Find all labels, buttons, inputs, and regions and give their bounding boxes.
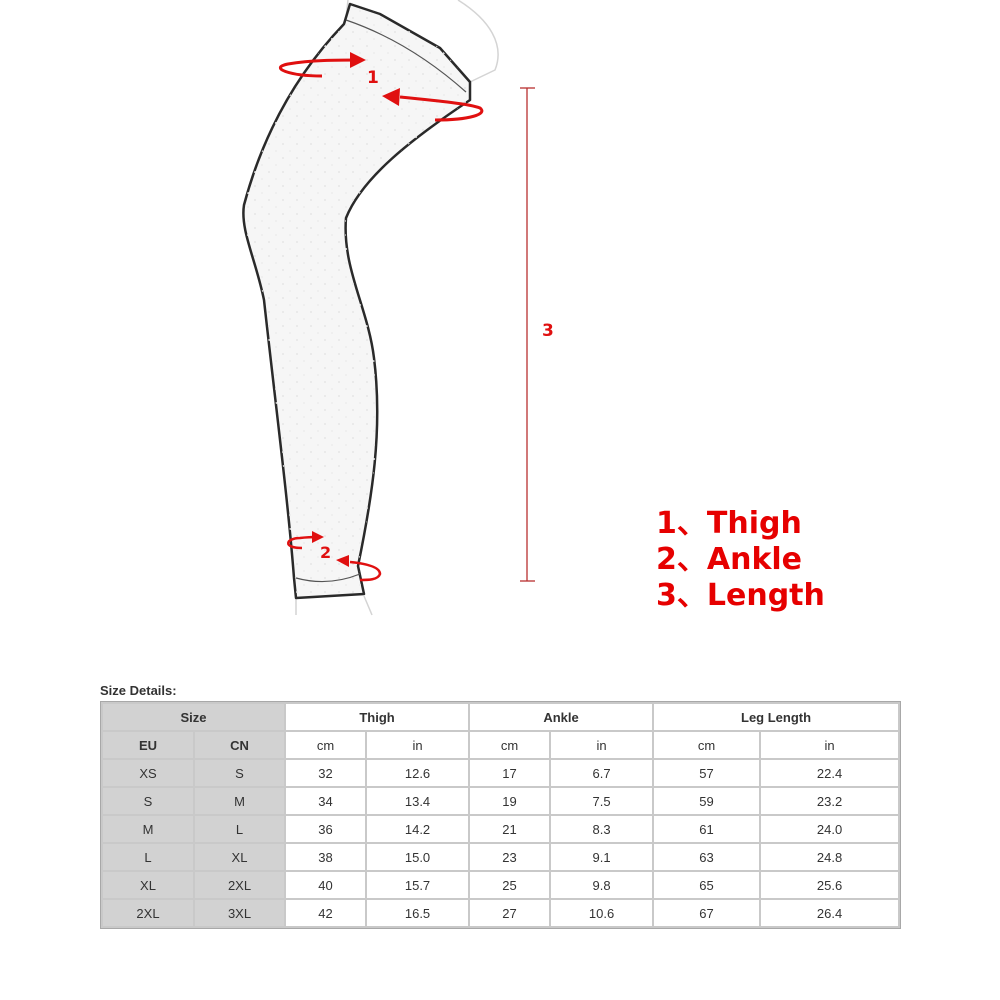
cell-ankle-in: 10.6 bbox=[551, 900, 653, 926]
cell-ankle-in: 6.7 bbox=[551, 760, 653, 786]
cell-cn: 2XL bbox=[195, 872, 285, 898]
thigh-arrowhead-lower bbox=[382, 88, 400, 106]
cell-ankle-in: 9.1 bbox=[551, 844, 653, 870]
cell-length-in: 24.0 bbox=[761, 816, 899, 842]
cell-thigh-in: 12.6 bbox=[367, 760, 469, 786]
cell-thigh-in: 15.0 bbox=[367, 844, 469, 870]
cell-length-cm: 61 bbox=[654, 816, 760, 842]
size-details-title: Size Details: bbox=[100, 683, 177, 698]
cell-thigh-in: 15.7 bbox=[367, 872, 469, 898]
bottom-band-line bbox=[295, 573, 361, 583]
header-leg-length: Leg Length bbox=[654, 704, 899, 730]
cell-thigh-cm: 38 bbox=[286, 844, 366, 870]
cell-cn: 3XL bbox=[195, 900, 285, 926]
cell-ankle-cm: 23 bbox=[470, 844, 550, 870]
cell-ankle-cm: 17 bbox=[470, 760, 550, 786]
top-band-line bbox=[345, 19, 467, 93]
cell-eu: M bbox=[103, 816, 193, 842]
cell-length-in: 24.8 bbox=[761, 844, 899, 870]
cell-ankle-cm: 27 bbox=[470, 900, 550, 926]
ankle-arrow-lower bbox=[349, 560, 382, 582]
header-ankle-cm: cm bbox=[470, 732, 550, 758]
header-eu: EU bbox=[103, 732, 193, 758]
cell-ankle-in: 7.5 bbox=[551, 788, 653, 814]
header-ankle: Ankle bbox=[470, 704, 653, 730]
cell-thigh-cm: 36 bbox=[286, 816, 366, 842]
ankle-arrowhead-upper bbox=[312, 531, 324, 543]
cell-length-cm: 65 bbox=[654, 872, 760, 898]
marker-ankle: 2 bbox=[320, 543, 331, 562]
cell-thigh-cm: 34 bbox=[286, 788, 366, 814]
cell-cn: L bbox=[195, 816, 285, 842]
cell-eu: XL bbox=[103, 872, 193, 898]
marker-thigh: 1 bbox=[367, 68, 379, 88]
header-length-in: in bbox=[761, 732, 899, 758]
cell-ankle-in: 9.8 bbox=[551, 872, 653, 898]
size-table: Size Thigh Ankle Leg Length EU CN cm in … bbox=[100, 701, 902, 929]
cell-length-in: 22.4 bbox=[761, 760, 899, 786]
thigh-arrow-lower bbox=[399, 95, 484, 122]
cell-length-in: 23.2 bbox=[761, 788, 899, 814]
leg-sleeve-illustration: 1 2 3 bbox=[242, 0, 554, 616]
cell-eu: S bbox=[103, 788, 193, 814]
cell-ankle-cm: 19 bbox=[470, 788, 550, 814]
cell-length-in: 26.4 bbox=[761, 900, 899, 926]
cell-eu: 2XL bbox=[103, 900, 193, 926]
cell-ankle-in: 8.3 bbox=[551, 816, 653, 842]
cell-thigh-in: 13.4 bbox=[367, 788, 469, 814]
header-ankle-in: in bbox=[551, 732, 653, 758]
cell-thigh-cm: 32 bbox=[286, 760, 366, 786]
leg-sleeve-texture bbox=[243, 4, 470, 598]
cell-ankle-cm: 21 bbox=[470, 816, 550, 842]
foot-outline bbox=[295, 595, 373, 616]
header-length-cm: cm bbox=[654, 732, 760, 758]
header-thigh: Thigh bbox=[286, 704, 469, 730]
group-header-row: Size Thigh Ankle Leg Length bbox=[103, 704, 899, 730]
cell-length-cm: 57 bbox=[654, 760, 760, 786]
header-size: Size bbox=[103, 704, 285, 730]
legend-thigh: 1、Thigh bbox=[656, 506, 802, 541]
thigh-arrow-upper bbox=[279, 58, 361, 78]
cell-length-cm: 59 bbox=[654, 788, 760, 814]
cell-eu: XS bbox=[103, 760, 193, 786]
cell-thigh-in: 14.2 bbox=[367, 816, 469, 842]
cell-eu: L bbox=[103, 844, 193, 870]
cell-length-cm: 63 bbox=[654, 844, 760, 870]
thigh-outline bbox=[457, 0, 499, 83]
marker-length: 3 bbox=[542, 321, 554, 341]
cell-thigh-cm: 42 bbox=[286, 900, 366, 926]
cell-cn: XL bbox=[195, 844, 285, 870]
legend-length: 3、Length bbox=[656, 578, 825, 613]
cell-ankle-cm: 25 bbox=[470, 872, 550, 898]
cell-cn: M bbox=[195, 788, 285, 814]
measurement-legend: 1、Thigh 2、Ankle 3、Length bbox=[656, 506, 876, 614]
cell-length-cm: 67 bbox=[654, 900, 760, 926]
thigh-arrowhead-upper bbox=[350, 52, 366, 68]
legend-ankle: 2、Ankle bbox=[656, 542, 803, 577]
sub-header-row: EU CN cm in cm in cm in bbox=[103, 732, 899, 758]
header-thigh-in: in bbox=[367, 732, 469, 758]
header-cn: CN bbox=[195, 732, 285, 758]
cell-thigh-cm: 40 bbox=[286, 872, 366, 898]
ankle-arrowhead-lower bbox=[336, 555, 349, 567]
cell-cn: S bbox=[195, 760, 285, 786]
cell-length-in: 25.6 bbox=[761, 872, 899, 898]
header-thigh-cm: cm bbox=[286, 732, 366, 758]
cell-thigh-in: 16.5 bbox=[367, 900, 469, 926]
